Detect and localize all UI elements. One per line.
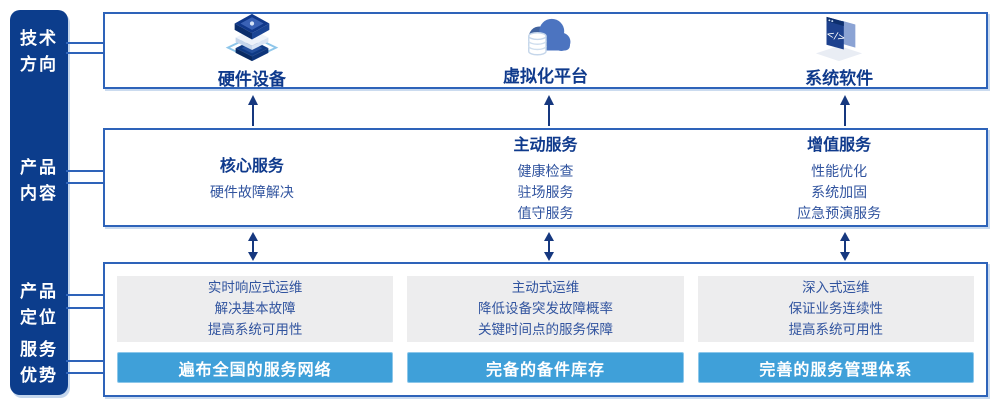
- sidebar-label-line: 服务: [20, 340, 58, 360]
- service-item: 性能优化: [811, 163, 868, 180]
- sidebar-label-line: 产品: [20, 282, 58, 302]
- positioning-panel: 主动式运维 降低设备突发故障概率 关键时间点的服务保障: [407, 276, 684, 342]
- positioning-col-deep: 深入式运维 保证业务连续性 提高系统可用性 完善的服务管理体系: [697, 276, 974, 383]
- tech-label-virtualization: 虚拟化平台: [503, 67, 588, 87]
- positioning-panel: 实时响应式运维 解决基本故障 提高系统可用性: [117, 276, 394, 342]
- tech-item-software: </> 系统软件: [692, 13, 986, 89]
- double-arrow-icon: [246, 232, 260, 261]
- up-arrow-icon: [542, 95, 556, 126]
- sidebar-item-product-content: 产品 内容: [10, 155, 68, 207]
- positioning-col-proactive: 主动式运维 降低设备突发故障概率 关键时间点的服务保障 完备的备件库存: [407, 276, 684, 383]
- sidebar-item-service-advantage: 服务 优势: [10, 337, 68, 389]
- positioning-panel: 深入式运维 保证业务连续性 提高系统可用性: [697, 276, 974, 342]
- service-heading: 增值服务: [807, 134, 872, 154]
- sidebar-label-line: 定位: [20, 308, 58, 328]
- category-sidebar: 技术 方向 产品 内容 产品 定位 服务 优势: [10, 10, 68, 395]
- sidebar-label-line: 内容: [20, 184, 58, 204]
- cloud-database-icon: [519, 14, 573, 61]
- sidebar-label-line: 技术: [20, 29, 58, 49]
- sidebar-item-tech-direction: 技术 方向: [10, 26, 68, 78]
- positioning-col-realtime: 实时响应式运维 解决基本故障 提高系统可用性 遍布全国的服务网络: [117, 276, 394, 383]
- sidebar-label-line: 方向: [20, 55, 58, 75]
- positioning-line: 降低设备突发故障概率: [477, 300, 613, 317]
- tech-item-virtualization: 虚拟化平台: [399, 14, 693, 87]
- advantage-banner: 完善的服务管理体系: [697, 352, 974, 383]
- tech-label-software: 系统软件: [805, 68, 874, 89]
- service-item: 应急预演服务: [797, 205, 882, 222]
- positioning-line: 提高系统可用性: [207, 321, 303, 338]
- double-arrow-icon: [838, 232, 852, 261]
- connector-line: [66, 360, 104, 362]
- positioning-line: 提高系统可用性: [788, 321, 884, 338]
- positioning-line: 解决基本故障: [214, 300, 296, 317]
- positioning-box: 实时响应式运维 解决基本故障 提高系统可用性 遍布全国的服务网络 主动式运维 降…: [103, 262, 988, 397]
- positioning-line: 实时响应式运维: [207, 279, 303, 296]
- up-arrow-icon: [838, 95, 852, 126]
- service-item: 驻场服务: [517, 184, 574, 201]
- service-item: 健康检查: [517, 163, 574, 180]
- positioning-line: 主动式运维: [511, 279, 580, 296]
- service-item: 硬件故障解决: [209, 184, 294, 201]
- positioning-line: 关键时间点的服务保障: [477, 321, 613, 338]
- connector-line: [66, 307, 104, 309]
- sidebar-item-product-positioning: 产品 定位: [10, 279, 68, 331]
- service-heading: 主动服务: [513, 134, 578, 154]
- double-arrow-icon: [542, 232, 556, 261]
- service-col-proactive: 主动服务 健康检查 驻场服务 值守服务: [399, 130, 693, 225]
- advantage-banner: 完备的备件库存: [407, 352, 684, 383]
- sidebar-label-line: 产品: [20, 158, 58, 178]
- positioning-line: 保证业务连续性: [788, 300, 884, 317]
- connector-line: [66, 52, 104, 54]
- tech-item-hardware: 硬件设备: [105, 12, 399, 90]
- tech-label-hardware: 硬件设备: [217, 69, 286, 90]
- service-col-core: 核心服务 硬件故障解决: [105, 130, 399, 225]
- svg-text:</>: </>: [825, 28, 846, 43]
- code-window-icon: </>: [812, 13, 866, 63]
- service-col-value-added: 增值服务 性能优化 系统加固 应急预演服务: [692, 130, 986, 225]
- service-item: 值守服务: [517, 205, 574, 222]
- sidebar-label-line: 优势: [20, 366, 58, 386]
- service-heading: 核心服务: [219, 155, 284, 175]
- positioning-line: 深入式运维: [802, 279, 870, 296]
- service-item: 系统加固: [811, 184, 868, 201]
- advantage-banner: 遍布全国的服务网络: [117, 352, 394, 383]
- connector-line: [66, 372, 104, 374]
- connector-line: [66, 170, 104, 172]
- connector-line: [66, 294, 104, 296]
- product-content-box: 核心服务 硬件故障解决 主动服务 健康检查 驻场服务 值守服务 增值服务 性能优…: [103, 128, 988, 227]
- server-stack-icon: [225, 12, 279, 64]
- tech-direction-box: 硬件设备 虚拟化平台: [103, 12, 988, 90]
- connector-line: [66, 42, 104, 44]
- up-arrow-icon: [246, 95, 260, 126]
- connector-line: [66, 182, 104, 184]
